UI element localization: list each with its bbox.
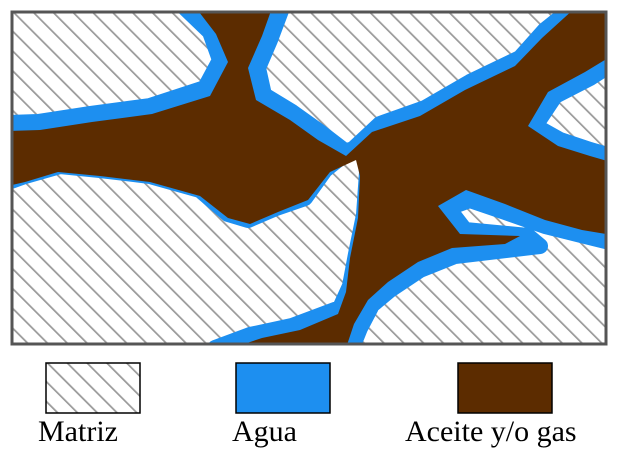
blue-box-icon (235, 362, 331, 414)
oil-gas-channels (12, 12, 606, 344)
legend-label-water: Agua (232, 415, 297, 448)
legend-label-oil-gas: Aceite y/o gas (405, 415, 577, 448)
legend-label-matrix: Matriz (38, 415, 118, 448)
brown-box-icon (457, 362, 553, 414)
diagram-frame (10, 10, 608, 346)
hatched-box-icon (45, 362, 141, 414)
